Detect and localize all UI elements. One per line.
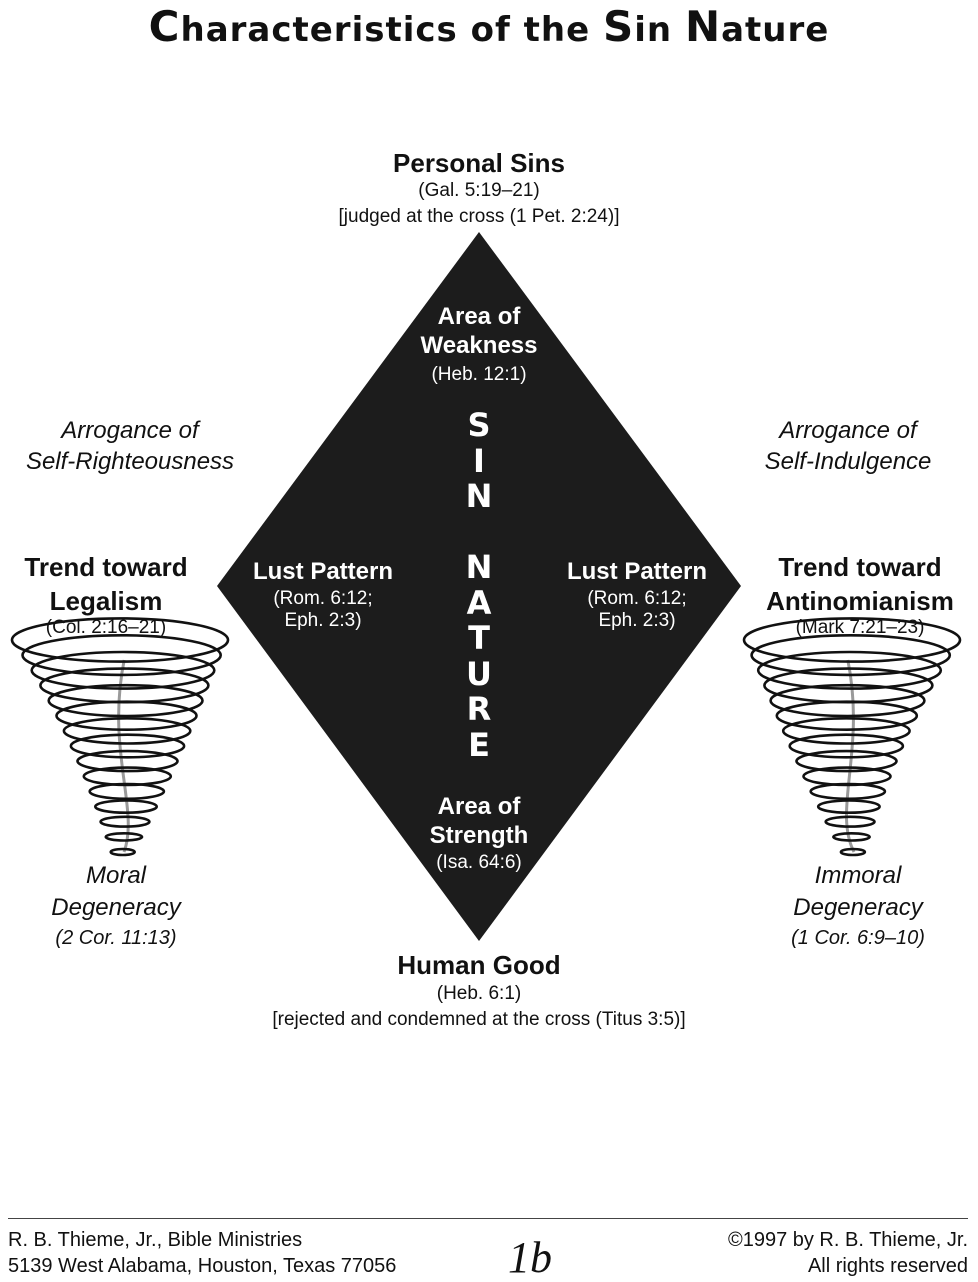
left-lust-pattern-ref1: (Rom. 6:12; [273,588,373,609]
tornado-coil [775,700,919,732]
right-lust-pattern-ref1: (Rom. 6:12; [587,588,687,609]
area-of-strength-line2: Strength [429,822,529,849]
arrogance-right-line1: Arrogance of [779,417,917,444]
arrogance-left-line2: Self-Righteousness [25,448,235,475]
footer-right: ©1997 by R. B. Thieme, Jr. All rights re… [618,1227,968,1279]
left-tornado-spiral [10,617,230,857]
trend-legalism-ref: (Col. 2:16–21) [45,617,167,638]
tornado-coil [69,733,186,759]
trend-legalism-line1: Trend toward [24,552,188,582]
tornado-axis [117,659,130,853]
area-of-strength-block: Area of Strength (Isa. 64:6) [379,792,579,874]
tornado-coil [824,815,876,828]
tornado-coil [88,782,166,801]
right-tornado-spiral [742,617,962,857]
letter: U [466,654,492,693]
footer-address: 5139 West Alabama, Houston, Texas 77056 [8,1255,397,1277]
personal-sins-label: Personal Sins [393,148,565,178]
arrogance-right-line2: Self-Indulgence [764,448,932,475]
right-lust-pattern-block: Lust Pattern (Rom. 6:12; Eph. 2:3) [547,558,727,632]
area-of-strength-ref: (Isa. 64:6) [436,852,522,873]
right-lust-pattern-ref2: Eph. 2:3) [598,610,676,631]
human-good-ref: (Heb. 6:1) [436,983,522,1004]
letter: T [468,619,490,657]
letter-gap [449,515,509,551]
tornado-coil [756,650,943,690]
tornado-coil [10,617,230,663]
tornado-coil [809,782,887,801]
footer-rights: All rights reserved [807,1255,968,1277]
arrogance-self-indulgence: Arrogance of Self-Indulgence [718,415,978,477]
footer-divider [8,1218,968,1219]
tornado-coil [781,717,911,745]
page-number: 1b [508,1233,552,1282]
trend-antinomianism-line1: Trend toward [778,552,942,582]
personal-sins-block: Personal Sins (Gal. 5:19–21) [judged at … [279,148,679,228]
tornado-coil [99,815,151,828]
area-of-weakness-ref: (Heb. 12:1) [431,364,527,385]
trend-legalism-line2: Legalism [49,586,163,616]
tornado-axis [844,659,856,853]
tornado-coil [47,683,204,718]
arrogance-self-righteousness: Arrogance of Self-Righteousness [0,415,260,477]
footer-left: R. B. Thieme, Jr., Bible Ministries 5139… [8,1227,508,1279]
arrogance-left-line1: Arrogance of [61,417,199,444]
tornado-coil [30,650,216,690]
area-of-weakness-line2: Weakness [420,332,538,359]
human-good-note: [rejected and condemned at the cross (Ti… [272,1009,686,1030]
tornado-coil [742,617,962,663]
letter: R [466,690,492,728]
moral-degeneracy-line1: Moral [85,862,146,889]
tornado-coil [831,832,871,842]
tornado-coil [769,683,926,718]
letter: A [466,583,492,622]
footer-copyright: ©1997 by R. B. Thieme, Jr. [727,1229,968,1251]
moral-degeneracy-ref: (2 Cor. 11:13) [55,927,177,949]
moral-degeneracy-block: Moral Degeneracy (2 Cor. 11:13) [16,860,216,952]
tornado-coil [795,749,898,773]
area-of-weakness-block: Area of Weakness (Heb. 12:1) [379,302,579,386]
immoral-degeneracy-line2: Degeneracy [793,894,923,921]
right-lust-pattern-label: Lust Pattern [566,558,707,585]
left-lust-pattern-label: Lust Pattern [252,558,393,585]
page-title: Characteristics of the Sin Nature [148,2,830,51]
moral-degeneracy-line2: Degeneracy [51,894,181,921]
human-good-label: Human Good [397,950,561,980]
sin-nature-diamond [217,232,741,941]
left-lust-pattern-block: Lust Pattern (Rom. 6:12; Eph. 2:3) [233,558,413,632]
tornado-coil [76,749,179,773]
trend-antinomianism-block: Trend toward Antinomianism (Mark 7:21–23… [744,550,976,639]
personal-sins-ref: (Gal. 5:19–21) [418,180,540,201]
footer-org: R. B. Thieme, Jr., Bible Ministries [8,1229,303,1251]
area-of-strength-line1: Area of [437,793,521,820]
personal-sins-note: [judged at the cross (1 Pet. 2:24)] [338,206,620,227]
tornado-coil [62,717,192,745]
letter: N [465,477,493,515]
letter: E [468,725,490,764]
tornado-coil [788,733,905,759]
letter: I [473,441,485,480]
tornado-coil [21,633,222,677]
immoral-degeneracy-ref: (1 Cor. 6:9–10) [791,927,925,949]
trend-antinomianism-line2: Antinomianism [766,586,954,616]
tornado-coil [109,847,136,857]
trend-legalism-block: Trend toward Legalism (Col. 2:16–21) [0,550,212,639]
tornado-coil [750,633,952,677]
letter: S [467,406,491,444]
immoral-degeneracy-block: Immoral Degeneracy (1 Cor. 6:9–10) [758,860,958,952]
human-good-block: Human Good (Heb. 6:1) [rejected and cond… [179,950,779,1031]
tornado-coil [839,847,867,857]
letter: N [465,548,493,586]
tornado-coil [816,799,881,814]
area-of-weakness-line1: Area of [437,303,521,330]
tornado-coil [104,832,144,842]
trend-antinomianism-ref: (Mark 7:21–23) [795,617,925,638]
tornado-coil [94,799,159,814]
immoral-degeneracy-line1: Immoral [814,862,902,889]
sin-nature-vertical-text: S I N N A T U R E [449,406,509,764]
left-lust-pattern-ref2: Eph. 2:3) [284,610,362,631]
tornado-coil [55,700,198,732]
